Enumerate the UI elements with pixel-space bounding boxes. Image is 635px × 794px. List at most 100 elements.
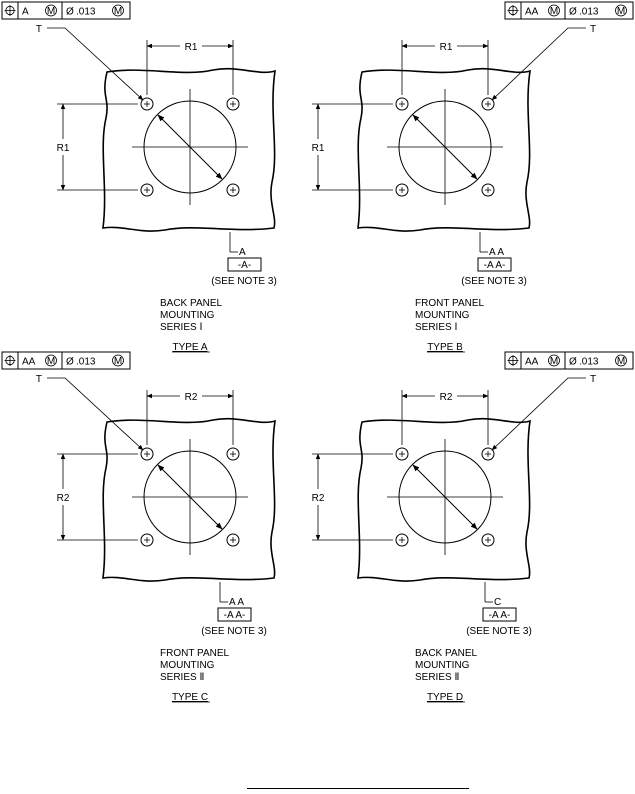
type-label: TYPE B bbox=[427, 342, 463, 353]
datum-box bbox=[217, 607, 252, 622]
fcf-datum: A bbox=[22, 7, 29, 18]
t-leader bbox=[47, 377, 144, 451]
t-leader bbox=[47, 27, 144, 101]
caption-line: MOUNTING bbox=[415, 660, 470, 671]
mmc-modifier-icon bbox=[548, 354, 560, 367]
horizontal-dimension-label: R1 bbox=[440, 42, 453, 53]
caption-line: MOUNTING bbox=[160, 310, 215, 321]
fcf-tolerance: .013 bbox=[579, 357, 599, 368]
datum-label: A A bbox=[229, 597, 244, 608]
see-note-text: (SEE NOTE 3) bbox=[201, 626, 267, 637]
fcf-tolerance: .013 bbox=[579, 7, 599, 18]
see-note-text: (SEE NOTE 3) bbox=[461, 276, 527, 287]
fcf-modifier: M bbox=[550, 6, 558, 17]
t-label: T bbox=[590, 24, 596, 35]
horizontal-dimension-label: R2 bbox=[185, 392, 198, 403]
caption-line: MOUNTING bbox=[160, 660, 215, 671]
fcf-modifier: M bbox=[617, 356, 625, 367]
panel-outline bbox=[102, 67, 276, 232]
fcf-diameter-symbol: Ø bbox=[66, 357, 74, 368]
datum-box-text: -A A- bbox=[489, 610, 511, 621]
mounting-hole bbox=[226, 97, 240, 111]
t-label: T bbox=[590, 374, 596, 385]
t-callout: T bbox=[36, 24, 144, 101]
t-leader bbox=[491, 377, 586, 451]
datum-box-text: -A A- bbox=[224, 610, 246, 621]
datum-callout: A-A-(SEE NOTE 3) bbox=[211, 232, 277, 287]
type-label: TYPE A bbox=[172, 342, 207, 353]
mounting-hole bbox=[226, 533, 240, 547]
vertical-dimension-label: R2 bbox=[312, 493, 325, 504]
mounting-hole bbox=[226, 183, 240, 197]
mmc-modifier-icon bbox=[112, 4, 124, 17]
t-leader bbox=[491, 27, 586, 101]
footer-rule bbox=[247, 788, 469, 789]
fcf-modifier: M bbox=[47, 356, 55, 367]
caption-line: SERIES Ⅱ bbox=[160, 672, 204, 683]
fcf-modifier: M bbox=[114, 356, 122, 367]
vertical-dimension-label: R2 bbox=[57, 493, 70, 504]
diameter-leader bbox=[157, 464, 223, 530]
horizontal-dimension-label: R1 bbox=[185, 42, 198, 53]
diameter-leader bbox=[412, 464, 478, 530]
fcf-modifier: M bbox=[617, 6, 625, 17]
t-callout: T bbox=[36, 374, 144, 451]
diameter-leader bbox=[157, 114, 223, 180]
vertical-dimension-label: R1 bbox=[57, 143, 70, 154]
fcf-diameter-symbol: Ø bbox=[569, 7, 577, 18]
mmc-modifier-icon bbox=[548, 4, 560, 17]
horizontal-dimension-label: R2 bbox=[440, 392, 453, 403]
datum-label: A bbox=[239, 247, 246, 258]
caption-line: BACK PANEL bbox=[160, 298, 222, 309]
fcf-border bbox=[1, 351, 131, 370]
fcf-datum: AA bbox=[22, 357, 36, 368]
mounting-hole bbox=[395, 183, 409, 197]
mounting-hole bbox=[140, 183, 154, 197]
mounting-hole bbox=[140, 533, 154, 547]
t-callout: T bbox=[491, 374, 596, 451]
mounting-hole bbox=[481, 533, 495, 547]
panel-outline bbox=[357, 67, 531, 232]
datum-box-text: -A- bbox=[238, 260, 251, 271]
caption-line: BACK PANEL bbox=[415, 648, 477, 659]
datum-callout: A A -A A- (SEE NOTE 3) bbox=[201, 582, 267, 637]
fcf-border bbox=[1, 1, 131, 20]
fcf-border bbox=[504, 1, 634, 20]
mounting-hole bbox=[481, 97, 495, 111]
mounting-hole bbox=[140, 447, 154, 461]
type-label: TYPE D bbox=[427, 692, 463, 703]
fcf-diameter-symbol: Ø bbox=[569, 357, 577, 368]
fcf-diameter-symbol: Ø bbox=[66, 7, 74, 18]
mounting-hole bbox=[395, 97, 409, 111]
datum-label: C bbox=[494, 597, 501, 608]
mounting-hole bbox=[226, 447, 240, 461]
datum-box bbox=[227, 257, 262, 272]
caption-line: FRONT PANEL bbox=[160, 648, 230, 659]
datum-box-text: -A A- bbox=[484, 260, 506, 271]
fcf-border bbox=[504, 351, 634, 370]
mounting-hole bbox=[481, 447, 495, 461]
fcf-datum: AA bbox=[525, 357, 539, 368]
t-callout: T bbox=[491, 24, 596, 101]
datum-box bbox=[477, 257, 512, 272]
fcf-tolerance: .013 bbox=[76, 357, 96, 368]
mmc-modifier-icon bbox=[45, 354, 57, 367]
fcf-modifier: M bbox=[550, 356, 558, 367]
mounting-hole bbox=[140, 97, 154, 111]
mounting-hole bbox=[481, 183, 495, 197]
fcf-modifier: M bbox=[114, 6, 122, 17]
mmc-modifier-icon bbox=[112, 354, 124, 367]
fcf-tolerance: .013 bbox=[76, 7, 96, 18]
mmc-modifier-icon bbox=[615, 4, 627, 17]
caption-line: MOUNTING bbox=[415, 310, 470, 321]
see-note-text: (SEE NOTE 3) bbox=[466, 626, 532, 637]
